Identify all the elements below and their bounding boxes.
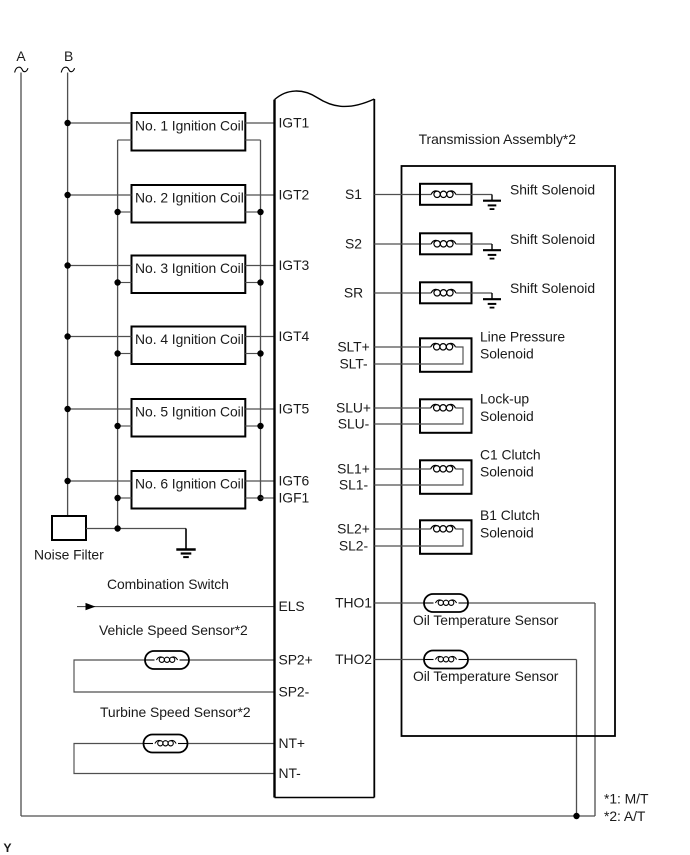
svg-text:Noise Filter: Noise Filter (34, 547, 104, 563)
svg-text:Solenoid: Solenoid (480, 408, 534, 424)
svg-text:ELS: ELS (279, 598, 305, 614)
svg-text:*2: A/T: *2: A/T (604, 808, 646, 824)
svg-text:SL2+: SL2+ (337, 521, 370, 537)
svg-text:A: A (16, 48, 26, 64)
svg-text:B: B (64, 48, 73, 64)
svg-text:IGT6: IGT6 (279, 473, 310, 489)
svg-text:Line Pressure: Line Pressure (480, 328, 565, 344)
svg-text:SL2-: SL2- (339, 538, 369, 554)
svg-text:IGT2: IGT2 (279, 187, 310, 203)
svg-text:SL1+: SL1+ (337, 461, 370, 477)
svg-text:NT-: NT- (279, 765, 302, 781)
svg-text:SL1-: SL1- (339, 477, 369, 493)
svg-text:SLT+: SLT+ (337, 339, 369, 355)
svg-text:B1 Clutch: B1 Clutch (480, 507, 540, 523)
svg-text:IGT4: IGT4 (279, 328, 310, 344)
svg-text:C1 Clutch: C1 Clutch (480, 446, 541, 462)
svg-text:Solenoid: Solenoid (480, 346, 534, 362)
svg-text:IGT3: IGT3 (279, 257, 310, 273)
svg-text:Transmission Assembly*2: Transmission Assembly*2 (419, 131, 577, 147)
svg-text:Shift Solenoid: Shift Solenoid (510, 182, 595, 198)
svg-text:SP2+: SP2+ (279, 651, 313, 667)
svg-text:THO2: THO2 (335, 651, 372, 667)
svg-text:Solenoid: Solenoid (480, 524, 534, 540)
svg-text:SP2-: SP2- (279, 683, 310, 699)
svg-text:THO1: THO1 (335, 595, 372, 611)
svg-text:No. 3 Ignition Coil: No. 3 Ignition Coil (135, 260, 244, 276)
svg-text:IGT5: IGT5 (279, 401, 310, 417)
svg-text:Turbine Speed Sensor*2: Turbine Speed Sensor*2 (100, 704, 251, 720)
svg-text:SR: SR (344, 285, 363, 301)
svg-text:Solenoid: Solenoid (480, 464, 534, 480)
svg-text:Combination Switch: Combination Switch (107, 576, 229, 592)
svg-text:Lock-up: Lock-up (480, 390, 529, 406)
svg-text:*1: M/T: *1: M/T (604, 791, 649, 807)
svg-text:IGT1: IGT1 (279, 115, 310, 131)
svg-text:S1: S1 (345, 186, 362, 202)
svg-text:Y: Y (3, 841, 11, 855)
svg-text:No. 4 Ignition Coil: No. 4 Ignition Coil (135, 331, 244, 347)
svg-text:Shift Solenoid: Shift Solenoid (510, 231, 595, 247)
svg-text:NT+: NT+ (279, 735, 305, 751)
svg-text:No. 1 Ignition Coil: No. 1 Ignition Coil (135, 117, 244, 133)
svg-text:Shift Solenoid: Shift Solenoid (510, 280, 595, 296)
svg-text:No. 5 Ignition Coil: No. 5 Ignition Coil (135, 403, 244, 419)
svg-text:Oil Temperature Sensor: Oil Temperature Sensor (413, 668, 559, 684)
svg-text:SLU+: SLU+ (336, 400, 371, 416)
svg-text:No. 2 Ignition Coil: No. 2 Ignition Coil (135, 189, 244, 205)
svg-text:SLU-: SLU- (338, 416, 370, 432)
svg-text:IGF1: IGF1 (279, 490, 310, 506)
svg-text:S2: S2 (345, 236, 362, 252)
svg-text:No. 6 Ignition Coil: No. 6 Ignition Coil (135, 475, 244, 491)
svg-text:Vehicle Speed Sensor*2: Vehicle Speed Sensor*2 (99, 622, 248, 638)
svg-text:SLT-: SLT- (339, 356, 368, 372)
svg-text:Oil Temperature Sensor: Oil Temperature Sensor (413, 612, 559, 628)
